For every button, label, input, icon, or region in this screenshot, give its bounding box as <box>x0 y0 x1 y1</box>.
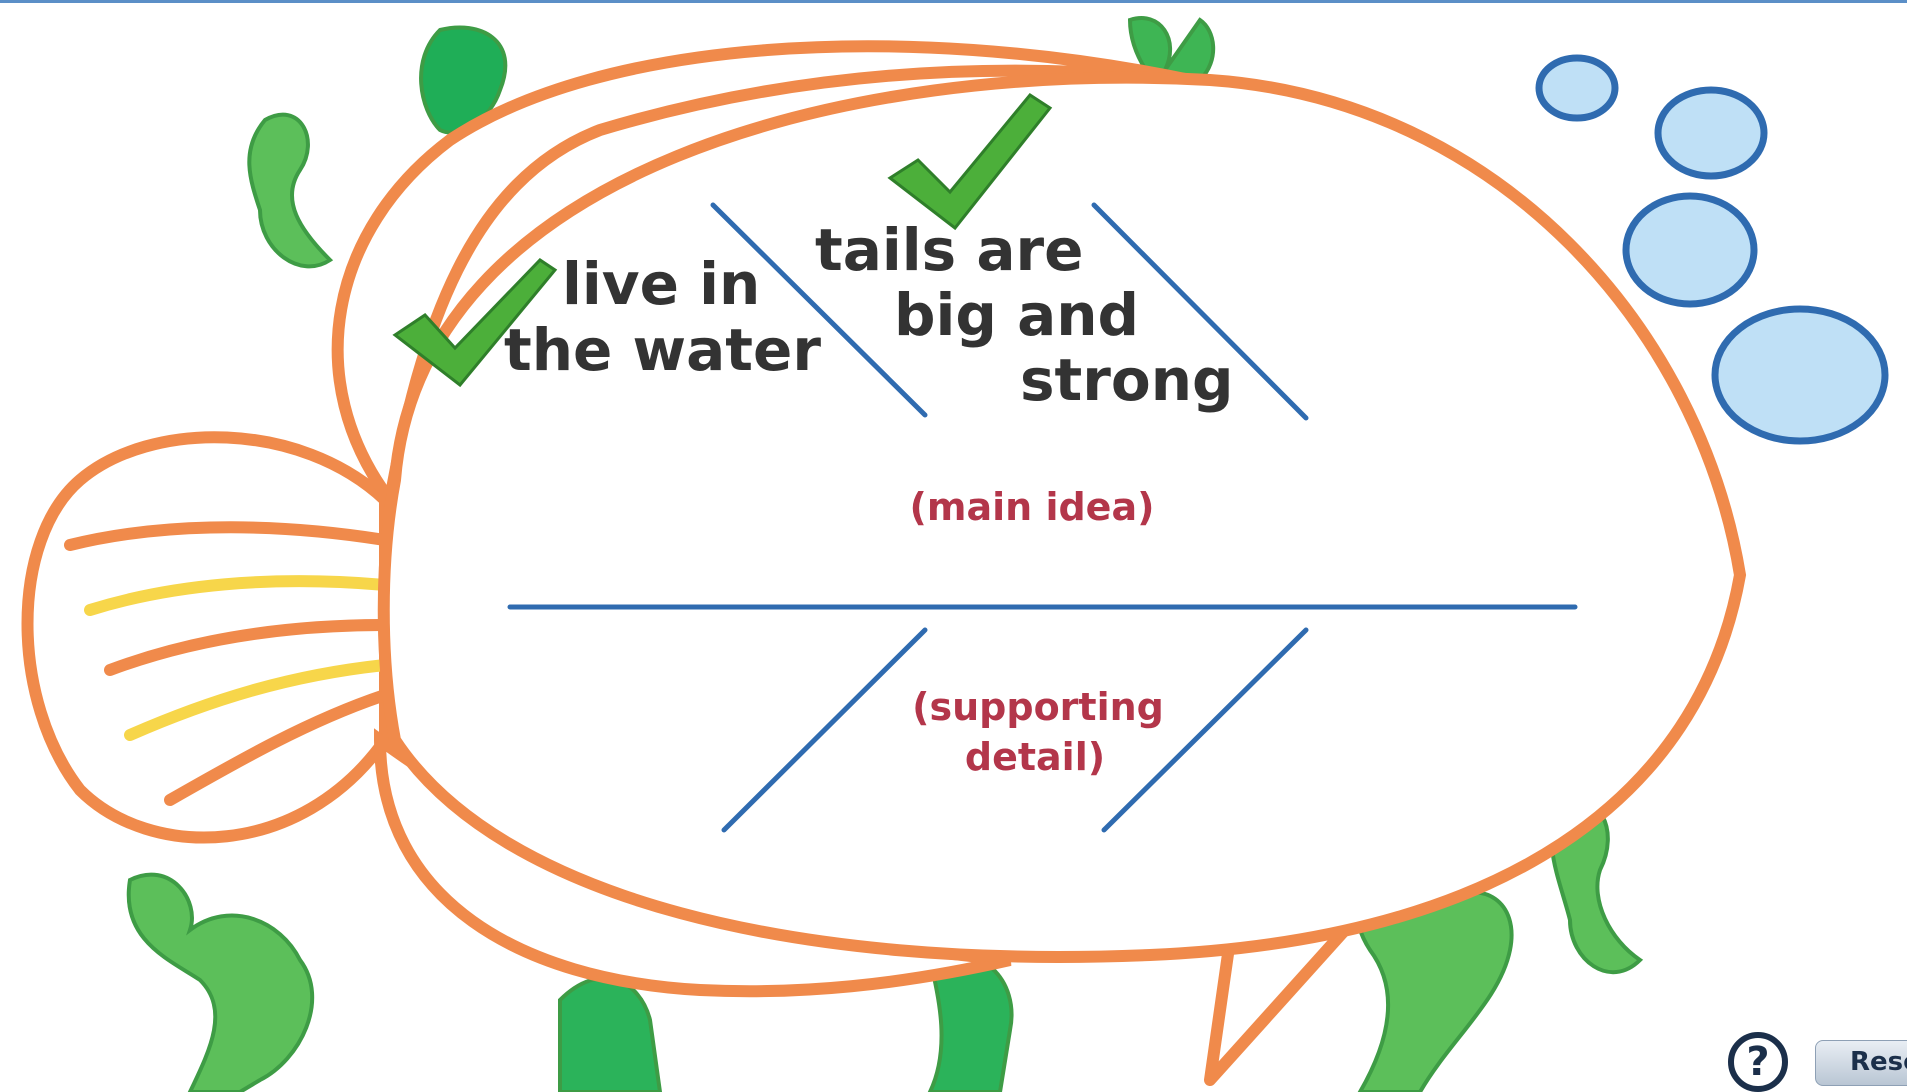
top-border <box>0 0 1907 3</box>
detail-line-bottom-1 <box>721 627 928 833</box>
bubbles <box>1535 54 1889 445</box>
detail-2-line-1: tails are <box>815 216 1083 284</box>
supporting-detail-label-line-1: (supporting <box>912 685 1164 729</box>
main-idea-label: (main idea) <box>910 485 1155 529</box>
detail-2-line-3: strong <box>1020 346 1234 414</box>
seaweed <box>126 16 1644 1092</box>
detail-line-bottom-2 <box>1101 627 1309 833</box>
reset-button-label: Reset <box>1850 1047 1907 1077</box>
check-icon-1 <box>392 258 558 388</box>
help-button[interactable]: ? <box>1728 1032 1788 1092</box>
help-icon: ? <box>1746 1039 1770 1085</box>
detail-text-2: tails are big and strong <box>815 216 1234 414</box>
detail-2-line-2: big and <box>894 281 1139 349</box>
detail-line-top-2 <box>1091 202 1309 421</box>
fishbone-lines <box>507 202 1578 833</box>
fish-body <box>377 71 1747 963</box>
detail-1-line-2: the water <box>504 316 821 384</box>
reset-button[interactable]: Reset <box>1815 1040 1907 1086</box>
supporting-detail-label-line-2: detail) <box>965 735 1105 779</box>
detail-line-top-1 <box>710 202 928 418</box>
tail-stripes <box>64 521 391 806</box>
detail-text-1: live in the water <box>504 250 821 384</box>
check-icon-2 <box>887 93 1053 231</box>
detail-1-line-1: live in <box>562 250 760 318</box>
